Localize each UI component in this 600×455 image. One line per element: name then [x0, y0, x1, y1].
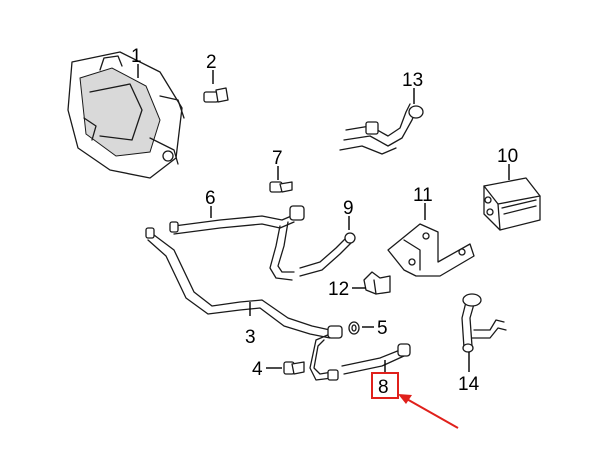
callout-1: 1 — [131, 46, 142, 67]
part-5-oring — [348, 321, 360, 335]
part-10-cooler — [483, 177, 541, 231]
part-1-radiator-shroud — [67, 51, 185, 179]
part-14-pipe — [461, 293, 507, 353]
part-12-clip — [363, 271, 391, 295]
part-7-bolt — [269, 181, 293, 193]
callout-11: 11 — [413, 185, 433, 206]
callout-5: 5 — [377, 318, 388, 339]
callout-12: 12 — [328, 279, 349, 300]
callout-13: 13 — [402, 70, 423, 91]
highlight-arrow-line — [404, 397, 459, 429]
callout-10: 10 — [497, 146, 518, 167]
part-2-bolt — [203, 87, 229, 103]
callout-9: 9 — [343, 198, 354, 219]
callout-7: 7 — [272, 148, 283, 169]
highlight-callout-8 — [371, 372, 459, 429]
part-13-pipe — [339, 103, 424, 155]
callout-numbers: 1 2 3 4 5 6 7 8 9 10 11 12 13 14 — [131, 46, 518, 398]
callout-8: 8 — [378, 377, 389, 398]
part-9-pipe — [299, 232, 356, 277]
callout-14: 14 — [458, 374, 480, 395]
callout-6: 6 — [205, 188, 216, 209]
part-11-bracket — [387, 223, 475, 277]
highlight-arrow-head — [398, 394, 412, 404]
callout-3: 3 — [245, 327, 256, 348]
part-8-hose — [341, 343, 411, 375]
part-4-bolt — [283, 361, 305, 375]
part-6-pipe — [169, 205, 305, 281]
part-3-pipe — [145, 227, 343, 381]
callout-leaders — [137, 64, 510, 372]
highlight-box — [371, 372, 399, 399]
callout-2: 2 — [206, 52, 217, 73]
callout-4: 4 — [252, 359, 263, 380]
